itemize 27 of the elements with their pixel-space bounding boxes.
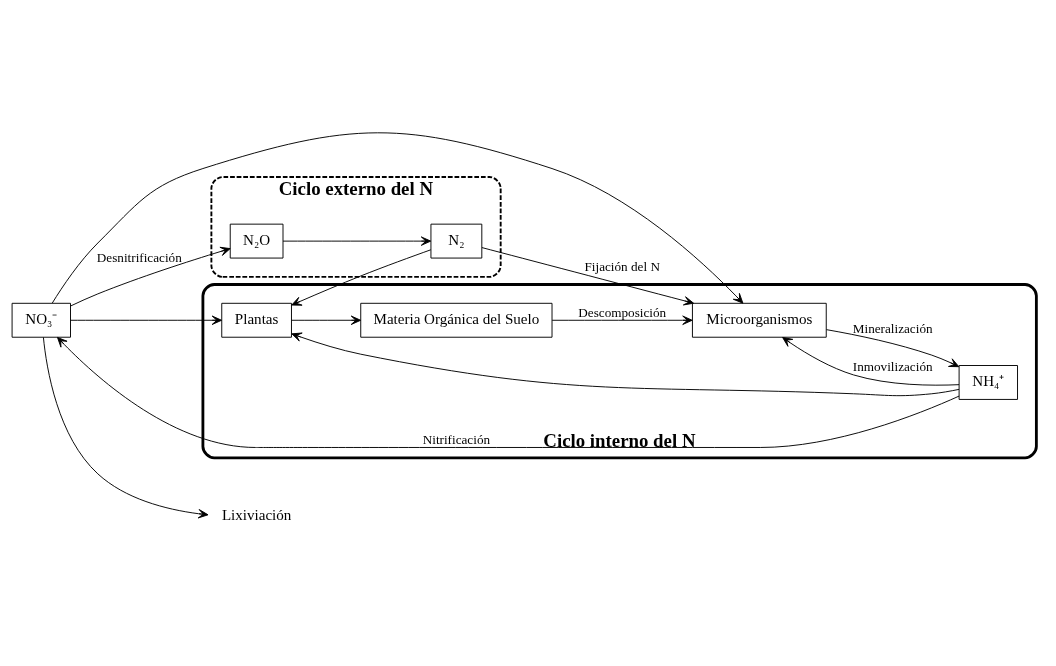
arrow [551, 315, 693, 325]
arrow [57, 336, 960, 448]
arrow [481, 247, 695, 306]
arrow [826, 329, 960, 368]
edge-label: Desnitrificación [96, 250, 182, 266]
edge-label: Nitrificación [422, 431, 491, 447]
node-box: Plantas [221, 302, 292, 338]
arrow [70, 246, 231, 307]
arrow [70, 315, 223, 325]
arrow [51, 132, 744, 304]
edge-label: Inmovilización [852, 359, 933, 375]
arrow [42, 336, 209, 519]
arrow [782, 337, 960, 386]
edge-label: Mineralización [852, 320, 933, 336]
node-box: Microorganismos [691, 302, 827, 338]
node-box: NO₃⁻ [11, 302, 71, 338]
node-text: Lixiviación [221, 506, 292, 523]
edge-label: Fijación del N [584, 258, 660, 274]
arrow [282, 236, 432, 246]
node-box: NH₄⁺ [958, 365, 1018, 400]
arrow [291, 249, 432, 306]
node-box: N₂O [229, 223, 284, 259]
arrow [291, 315, 362, 325]
node-box: N₂ [430, 223, 483, 259]
arrow [291, 332, 960, 397]
node-box: Materia Orgánica del Suelo [360, 302, 553, 338]
edge-label: Descomposición [578, 304, 667, 320]
